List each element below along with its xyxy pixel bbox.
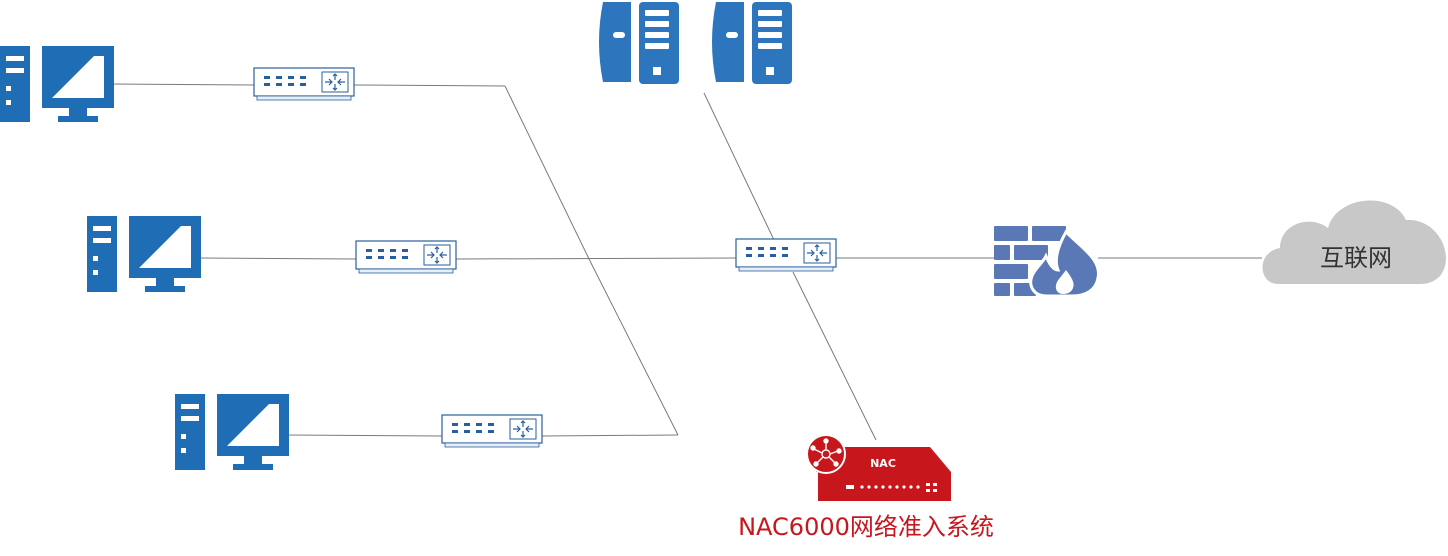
link-switch2-core xyxy=(455,257,737,260)
network-switch-icon xyxy=(735,238,837,272)
network-switch-icon xyxy=(355,240,457,274)
desktop-computer-icon xyxy=(0,46,114,122)
link-core-nac xyxy=(792,271,877,441)
network-switch-icon xyxy=(441,414,543,448)
server-tower-icon xyxy=(712,2,792,84)
link-pc1-switch1 xyxy=(111,83,255,86)
link-servers-core xyxy=(703,92,775,241)
desktop-computer-icon xyxy=(87,216,201,292)
link-switch1-trunk xyxy=(353,84,506,87)
nac-appliance-icon: NAC xyxy=(806,434,951,501)
internet-label: 互联网 xyxy=(1320,244,1392,272)
link-switch3-trunk xyxy=(541,434,679,437)
server-tower-icon xyxy=(599,2,679,84)
firewall-icon xyxy=(994,226,1100,298)
network-switch-icon xyxy=(253,67,355,101)
link-pc2-switch2 xyxy=(199,257,357,260)
desktop-computer-icon xyxy=(175,394,289,470)
nac-caption: NAC6000网络准入系统 xyxy=(738,513,994,541)
link-trunk-diagonal-bottom xyxy=(589,260,679,436)
network-nodes-icon xyxy=(810,438,842,467)
nac-device-label: NAC xyxy=(870,457,896,470)
cloud-icon: 互联网 xyxy=(1262,200,1446,284)
link-trunk-diagonal-top xyxy=(504,85,591,262)
network-links xyxy=(111,83,1262,441)
link-pc3-switch3 xyxy=(287,434,443,437)
